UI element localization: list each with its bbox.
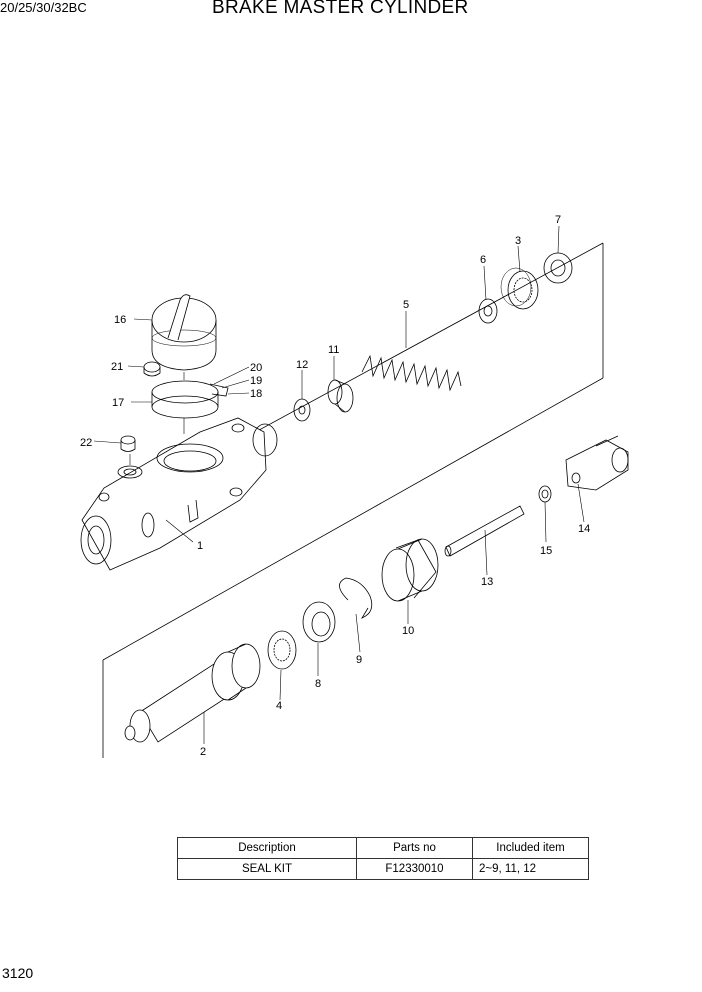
- callout-4: 4: [276, 700, 282, 712]
- bushing-6: [478, 298, 498, 324]
- header-included-item: Included item: [472, 837, 589, 859]
- cell-description: SEAL KIT: [177, 858, 357, 880]
- spring: [361, 354, 462, 392]
- plug-22: [120, 435, 136, 452]
- cell-parts-no: F12330010: [356, 858, 473, 880]
- cylinder-body: [80, 417, 278, 571]
- table-row: SEAL KIT F12330010 2~9, 11, 12: [177, 858, 589, 880]
- callout-3: 3: [515, 235, 521, 247]
- callout-8: 8: [315, 678, 321, 690]
- callout-1: 1: [197, 540, 203, 552]
- callout-21: 21: [111, 361, 123, 373]
- callout-12: 12: [296, 359, 308, 371]
- clevis: [565, 435, 629, 491]
- header-parts-no: Parts no: [356, 837, 473, 859]
- seal-3: [500, 267, 539, 310]
- callout-18: 18: [250, 388, 262, 400]
- kit-table-header: Description Parts no Included item: [177, 837, 589, 859]
- callout-17: 17: [112, 397, 124, 409]
- cell-included-item: 2~9, 11, 12: [472, 858, 589, 880]
- callout-22: 22: [80, 437, 92, 449]
- nut-15: [538, 485, 552, 503]
- page-number: 3120: [2, 965, 34, 981]
- callout-19: 19: [250, 375, 262, 387]
- callout-7: 7: [555, 214, 561, 226]
- push-rod: [444, 505, 525, 557]
- band-clamp: [151, 380, 229, 419]
- callout-9: 9: [356, 654, 362, 666]
- assembly-frame: [102, 242, 604, 758]
- kit-table: Description Parts no Included item SEAL …: [177, 837, 589, 880]
- washer-8: [302, 601, 336, 643]
- callout-2: 2: [200, 746, 206, 758]
- callout-6: 6: [480, 254, 486, 266]
- callout-20: 20: [250, 362, 262, 374]
- callout-5: 5: [403, 299, 409, 311]
- header-description: Description: [177, 837, 357, 859]
- washer-7: [543, 252, 573, 284]
- sleeve-10: [381, 538, 439, 602]
- seal-4: [267, 630, 297, 670]
- callout-13: 13: [481, 576, 493, 588]
- callout-15: 15: [540, 545, 552, 557]
- plug-21: [143, 361, 161, 377]
- callout-14: 14: [578, 523, 590, 535]
- reservoir-cap: [151, 294, 217, 371]
- callout-11: 11: [328, 344, 339, 356]
- callout-16: 16: [114, 314, 126, 326]
- cup-11: [327, 379, 354, 413]
- page-title: BRAKE MASTER CYLINDER: [212, 0, 469, 18]
- circlip: [339, 577, 373, 619]
- model-code: 20/25/30/32BC: [0, 0, 87, 15]
- callout-10: 10: [402, 625, 414, 637]
- piston: [124, 643, 261, 743]
